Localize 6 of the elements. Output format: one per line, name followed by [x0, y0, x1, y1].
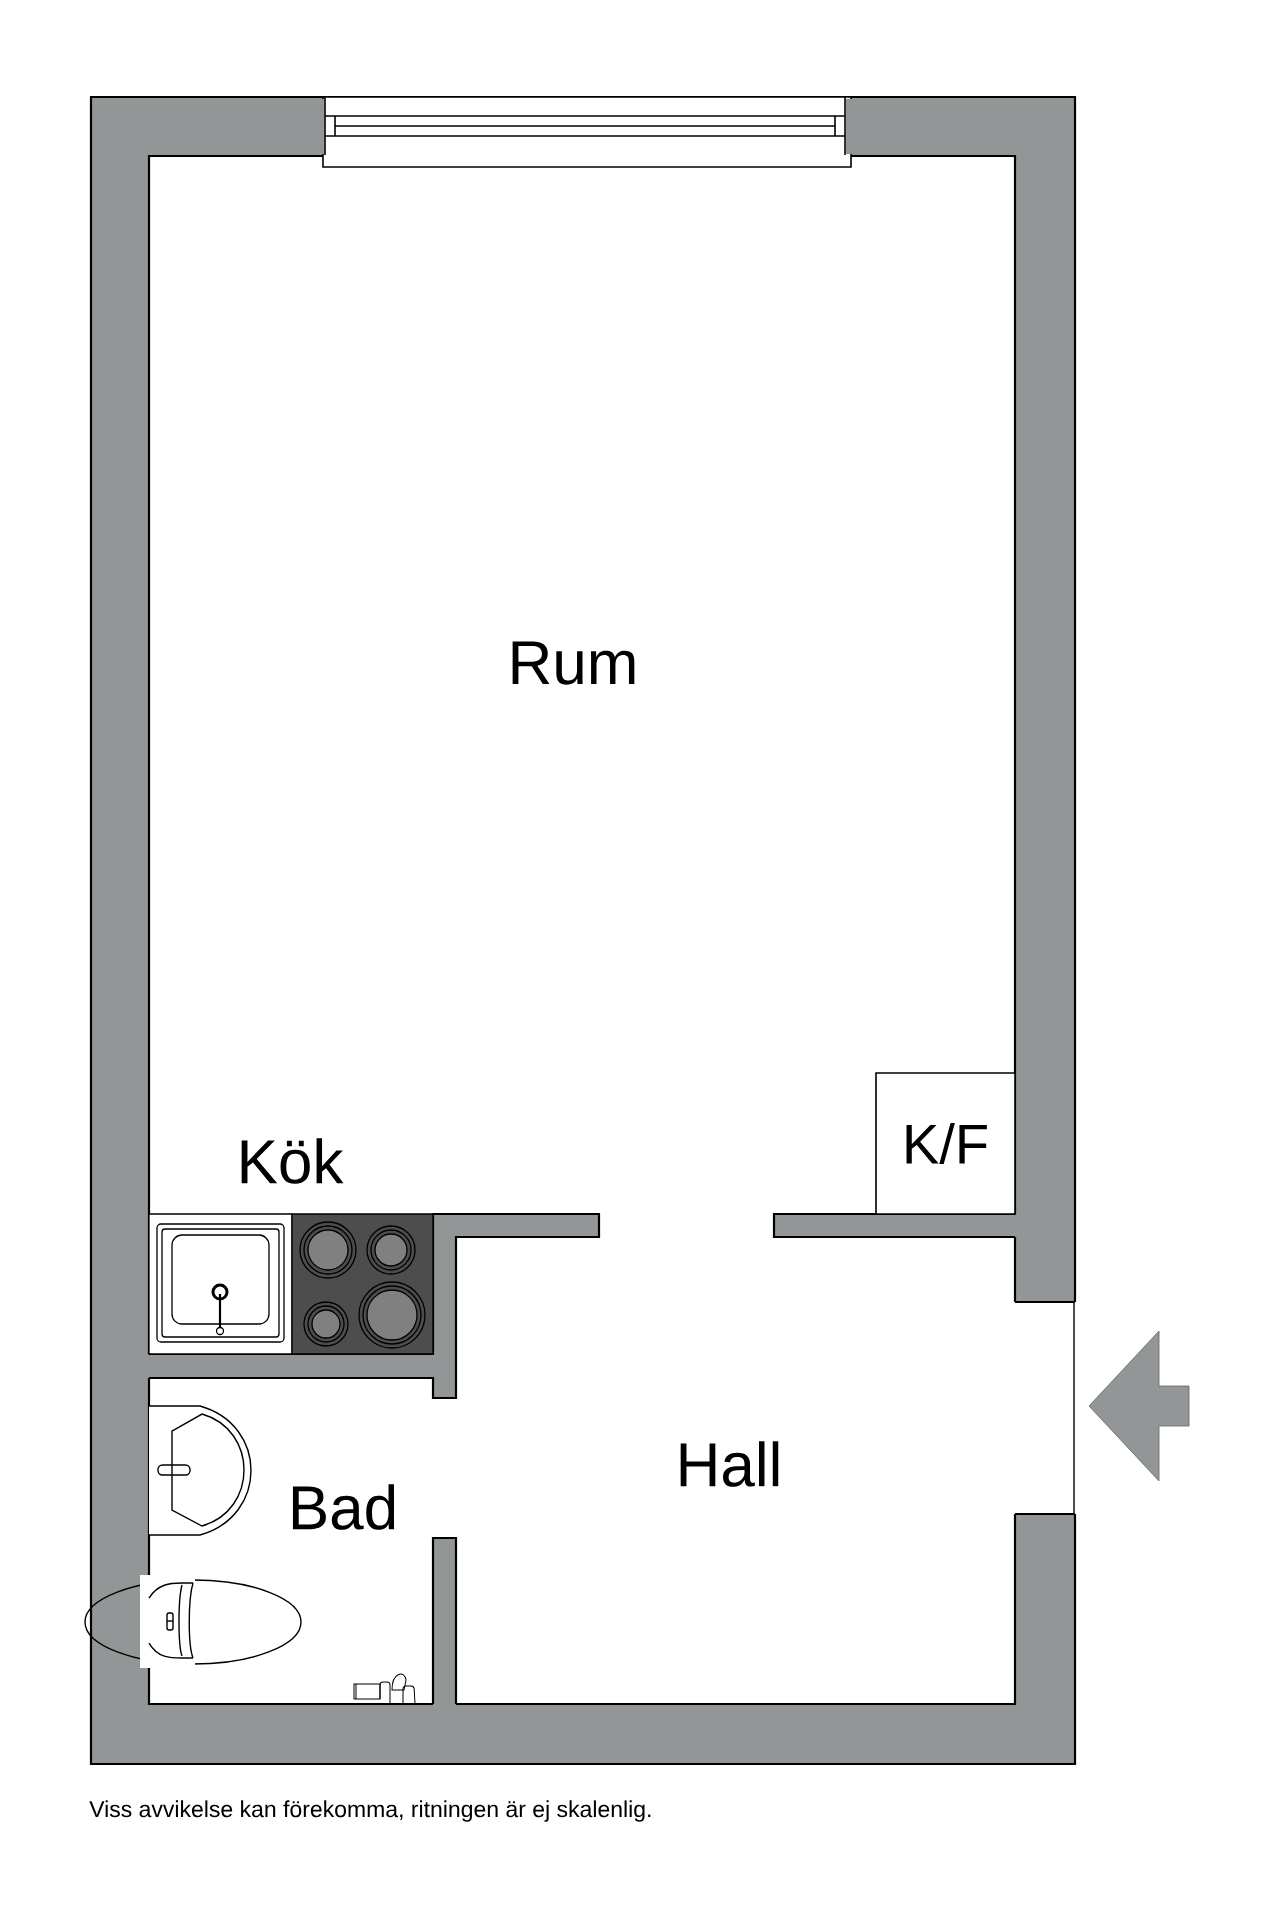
room-label: Bad [292, 1484, 395, 1530]
room-label: Rum [512, 641, 635, 685]
room-label: Hall [680, 1441, 779, 1487]
room-label: Kök [241, 1138, 344, 1184]
caption: Viss avvikelse kan förekomma, ritningen är ej skalenlig. [89, 1800, 651, 1822]
closet-box: K/F [875, 1072, 1016, 1215]
